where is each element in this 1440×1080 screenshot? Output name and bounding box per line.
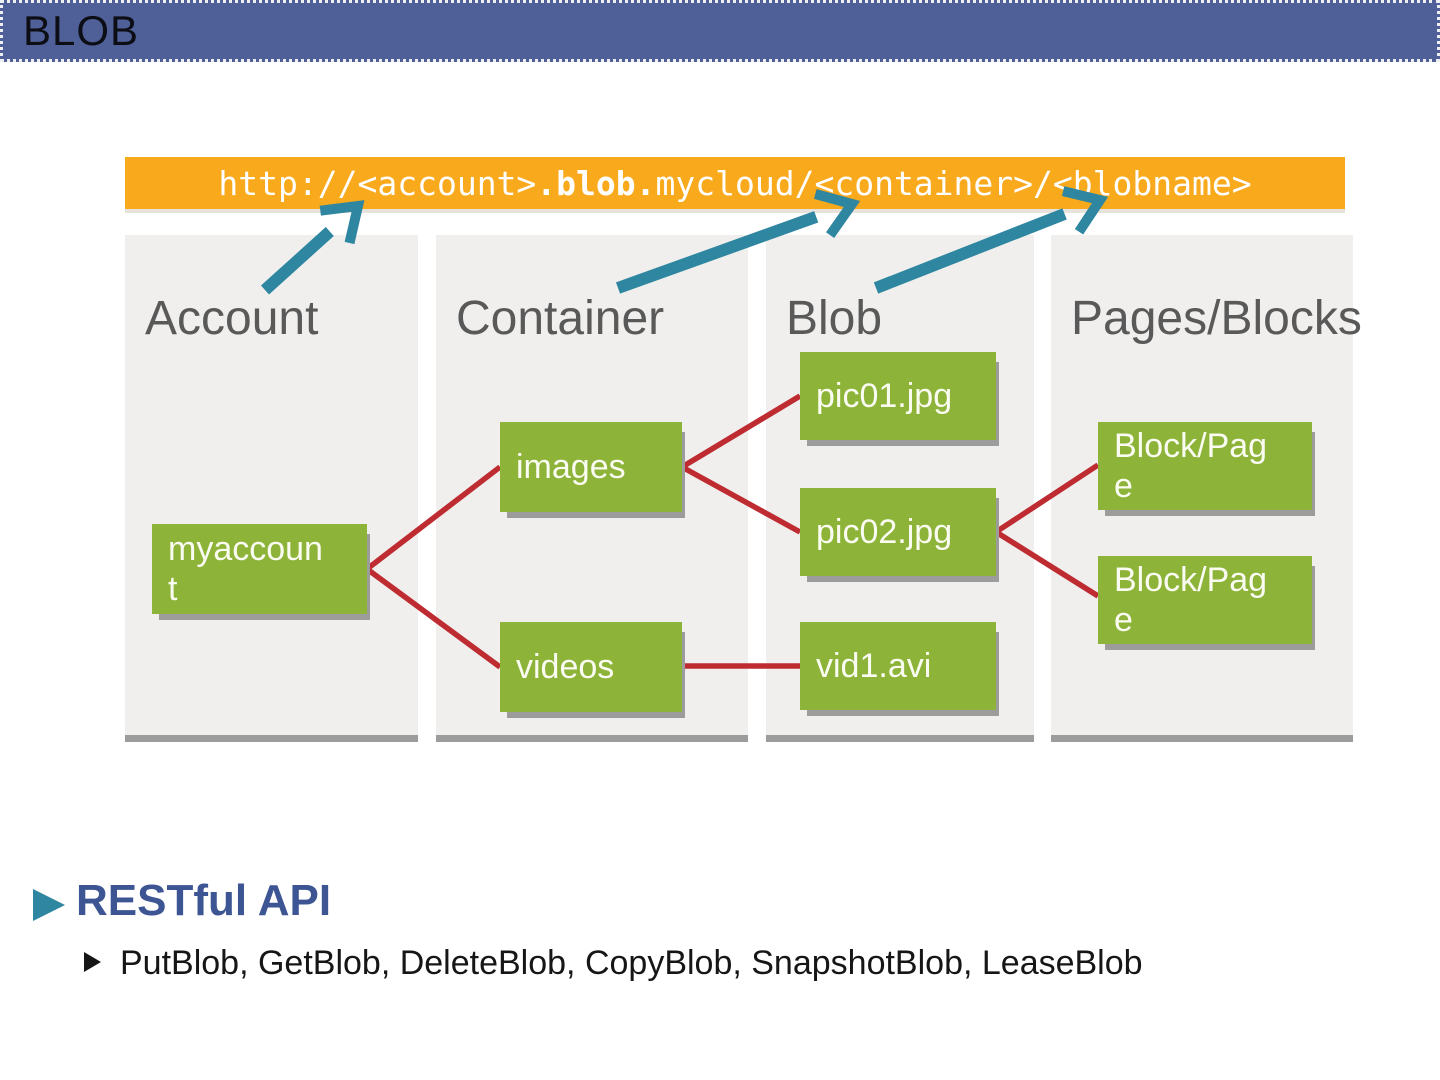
slide-title: BLOB [23,7,140,54]
slide-header-bar: BLOB [0,0,1440,62]
account-panel-title: Account [145,292,319,345]
pic02-node: pic02.jpg [800,488,996,576]
url-text: http://<account>.blob.mycloud/<container… [218,167,1251,200]
pages-blocks-panel-title: Pages/Blocks [1071,292,1362,345]
images-node: images [500,422,682,512]
vid1-node: vid1.avi [800,622,996,710]
blob-panel-title: Blob [786,292,883,345]
pic01-node-label: pic01.jpg [816,376,953,415]
url-banner: http://<account>.blob.mycloud/<container… [125,157,1345,209]
pic01-node: pic01.jpg [800,352,996,440]
api-list-bullet-icon [84,952,101,972]
videos-node-label: videos [516,647,615,686]
myaccount-node: myaccount [152,524,367,614]
block-page-node-bottom: Block/Page [1098,556,1312,644]
url-segment-prefix: http://<account> [218,163,537,203]
account-panel: Account [125,235,418,742]
url-segment-suffix: mycloud/<container>/<blobname> [655,163,1252,203]
videos-node: videos [500,622,682,712]
block-page-node-top: Block/Page [1098,422,1312,510]
vid1-node-label: vid1.avi [816,646,932,685]
block-page-bottom-label: Block/Page [1114,560,1268,639]
container-panel-title: Container [456,292,665,345]
api-operations-text: PutBlob, GetBlob, DeleteBlob, CopyBlob, … [120,944,1143,982]
myaccount-node-label: myaccount [168,529,323,608]
block-page-top-label: Block/Page [1114,426,1268,505]
pic02-node-label: pic02.jpg [816,512,953,551]
restful-api-heading: RESTful API [76,876,332,925]
url-segment-blob-bold: .blob. [536,163,656,203]
restful-api-bullet-icon [33,889,65,921]
images-node-label: images [516,447,626,486]
